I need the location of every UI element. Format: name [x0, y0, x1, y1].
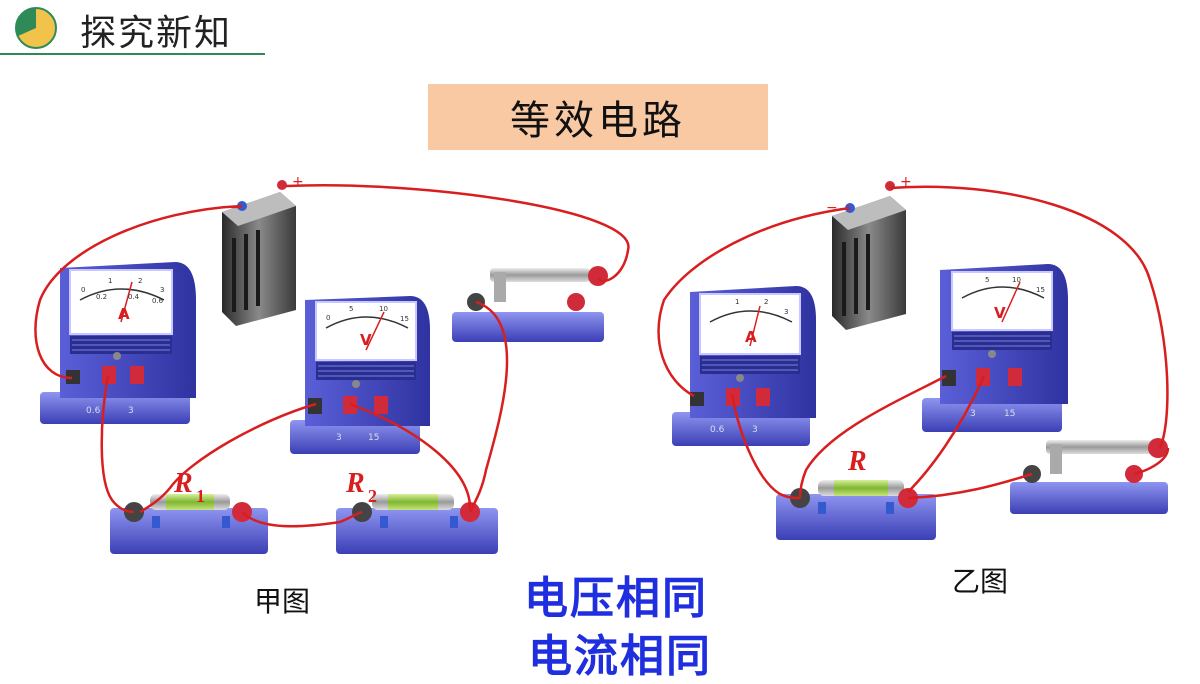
banner-title: 等效电路: [510, 98, 686, 144]
left-resistor-r2: R 2: [336, 468, 498, 554]
right-ammeter-tick-2: 2: [764, 298, 768, 306]
left-voltmeter-tick-1: 5: [349, 305, 353, 313]
right-battery: − +: [826, 174, 912, 330]
right-voltmeter-symbol: V: [994, 304, 1006, 322]
left-voltmeter-tick-3: 15: [400, 315, 409, 323]
right-circuit: 1 2 3 A 0.6 3 − +: [657, 174, 1170, 540]
right-ammeter-term-3: 3: [752, 425, 758, 435]
conclusion-current: 电流相同: [528, 631, 712, 682]
topic-banner: 等效电路: [428, 84, 768, 150]
left-caption: 甲图: [254, 585, 311, 618]
right-voltmeter-term-3: 3: [970, 409, 976, 419]
right-ammeter-symbol: A: [745, 328, 757, 346]
right-voltmeter: 5 10 15 V 3 15: [922, 264, 1068, 432]
right-voltmeter-tick-1: 5: [985, 276, 989, 284]
r2-subscript: 2: [368, 486, 377, 506]
left-ammeter-tick-2: 2: [138, 277, 142, 285]
left-ammeter-term-3: 3: [128, 406, 134, 416]
right-resistor: R: [776, 446, 936, 540]
left-ammeter-subtick-3: 0.6: [152, 297, 164, 305]
left-switch: [452, 266, 608, 342]
header-divider: [0, 53, 265, 55]
pie-icon: [15, 7, 57, 49]
r1-label: R: [173, 468, 193, 499]
right-battery-pos: +: [900, 174, 912, 190]
right-voltmeter-tick-3: 15: [1036, 286, 1045, 294]
left-voltmeter-term-15: 15: [368, 433, 379, 443]
left-voltmeter-symbol: V: [360, 331, 372, 349]
right-ammeter-tick-1: 1: [735, 298, 739, 306]
right-caption: 乙图: [952, 565, 1009, 598]
right-ammeter-tick-3: 3: [784, 308, 788, 316]
left-wires: [34, 184, 630, 528]
right-wires: [657, 185, 1170, 500]
right-battery-neg: −: [826, 200, 838, 216]
left-ammeter-tick-1: 1: [108, 277, 112, 285]
left-ammeter-tick-3: 3: [160, 286, 164, 294]
right-voltmeter-tick-2: 10: [1012, 276, 1021, 284]
r-label: R: [847, 446, 867, 477]
right-voltmeter-term-15: 15: [1004, 409, 1015, 419]
r2-label: R: [345, 468, 365, 499]
left-ammeter-tick-0: 0: [81, 286, 85, 294]
left-ammeter: 0 1 2 3 0.2 0.4 0.6 A 0.6 3: [40, 262, 196, 424]
left-battery-neg: −: [230, 200, 242, 216]
left-voltmeter-tick-2: 10: [379, 305, 388, 313]
right-ammeter: 1 2 3 A 0.6 3: [672, 286, 816, 446]
conclusion-voltage: 电压相同: [524, 573, 708, 624]
left-battery-pos: +: [292, 174, 304, 190]
header: 探究新知: [0, 0, 270, 60]
left-resistor-r1: R 1: [110, 468, 268, 554]
left-circuit: 0 1 2 3 0.2 0.4 0.6 A 0.6 3: [34, 174, 630, 554]
left-voltmeter: 0 5 10 15 V 3 15: [290, 296, 430, 454]
left-battery: − +: [222, 174, 304, 326]
left-ammeter-term-06: 0.6: [86, 406, 101, 416]
page-title: 探究新知: [80, 13, 233, 54]
right-switch: [1010, 438, 1168, 514]
left-voltmeter-term-3: 3: [336, 433, 342, 443]
left-ammeter-subtick-2: 0.4: [128, 293, 140, 301]
left-ammeter-symbol: A: [118, 305, 130, 323]
right-ammeter-term-06: 0.6: [710, 425, 725, 435]
left-ammeter-subtick-1: 0.2: [96, 293, 107, 301]
r1-subscript: 1: [196, 486, 205, 506]
left-voltmeter-tick-0: 0: [326, 314, 330, 322]
